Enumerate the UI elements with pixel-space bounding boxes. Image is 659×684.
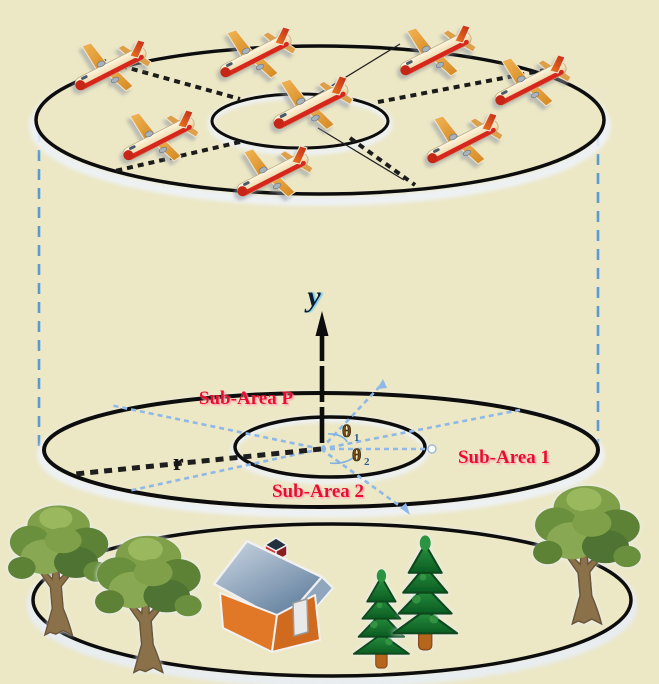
sub-area-1-label: Sub-Area 1 <box>458 447 550 468</box>
middle-disk-inner-ellipse <box>233 415 427 479</box>
top-divider-thin-line <box>317 127 405 181</box>
top-disk <box>29 25 611 206</box>
sub-area-2-label: Sub-Area 2 <box>272 481 364 502</box>
top-sector-line-lower-right <box>348 136 417 187</box>
theta1-arc <box>327 433 348 443</box>
cylinder-side-lines <box>37 131 600 450</box>
sector-line-lower-left <box>127 447 322 493</box>
radius-label: r <box>173 450 184 476</box>
house-door <box>292 598 309 637</box>
y-axis-arrowhead <box>315 311 329 336</box>
node-marker <box>427 444 437 454</box>
sector-line-up-arrowhead <box>377 379 387 389</box>
top-radius-pointer-line <box>301 43 401 105</box>
ground-scene <box>8 486 641 684</box>
house <box>212 537 334 653</box>
sector-boundary-lines <box>109 382 521 514</box>
theta2-arc <box>329 453 357 465</box>
y-axis-label: y <box>304 280 321 313</box>
sector-line-upper-right <box>320 408 521 451</box>
sector-line-up <box>320 382 384 450</box>
sector-line-lower-right-arrowhead <box>400 503 410 515</box>
sub-area-p-label: Sub-Area P <box>199 388 294 409</box>
